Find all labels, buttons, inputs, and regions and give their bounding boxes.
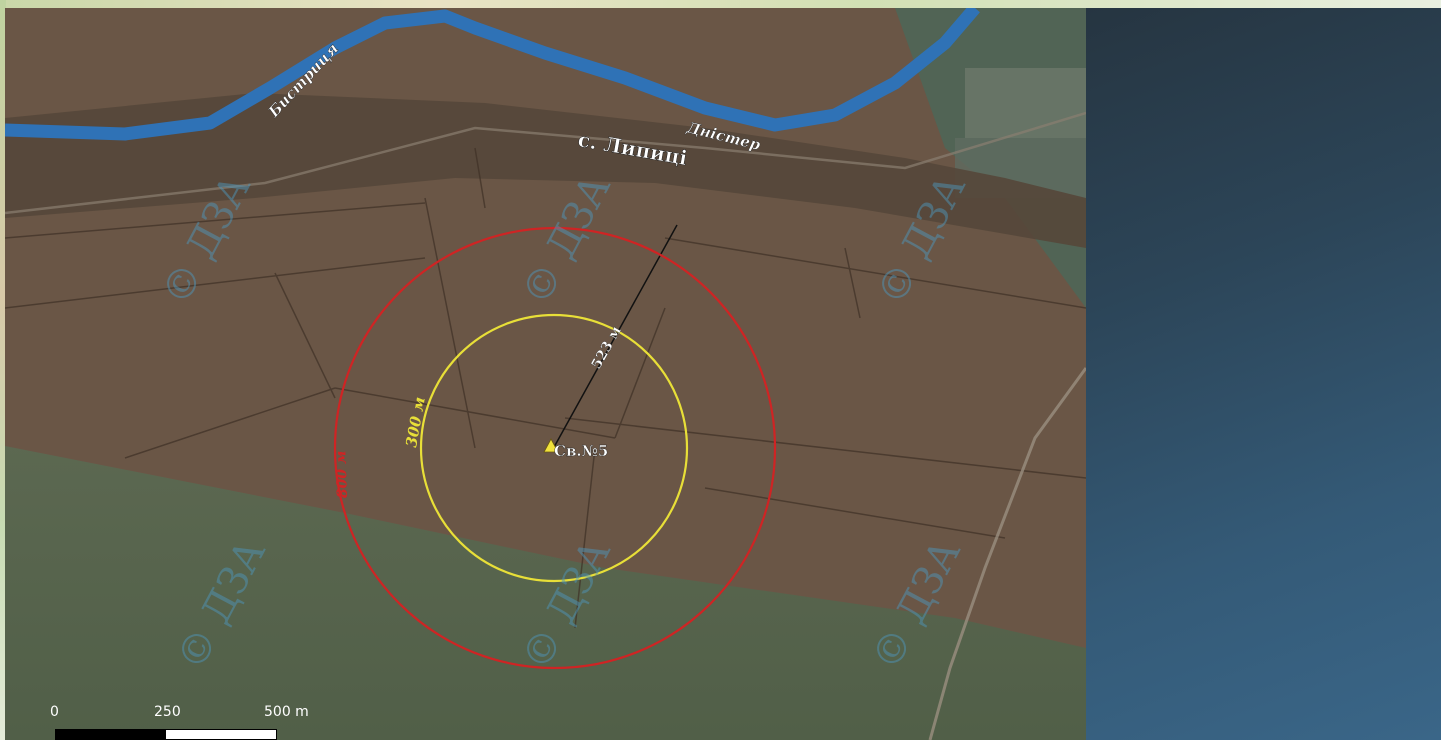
well-label: Св.№5 xyxy=(554,442,608,460)
scale-bar-segment-dark xyxy=(56,730,166,739)
scale-bar-segment-light xyxy=(166,730,276,739)
river xyxy=(5,8,980,141)
field-boundaries xyxy=(5,147,1086,629)
village-area xyxy=(5,93,1086,248)
meadow-area xyxy=(5,446,1086,740)
scale-bar xyxy=(55,729,277,740)
neighbor-map-strip-left xyxy=(0,0,6,740)
well-marker-icon[interactable] xyxy=(543,438,559,453)
scale-label-0: 0 xyxy=(50,704,59,720)
distance-line xyxy=(552,224,678,450)
field-plot xyxy=(965,68,1086,138)
scale-label-250: 250 xyxy=(154,704,181,720)
road xyxy=(928,367,1086,740)
scale-label-500: 500 m xyxy=(264,704,309,720)
red-zone-label: 800 м xyxy=(333,450,351,498)
map-view[interactable]: © ДЗА © ДЗА © ДЗА © ДЗА © ДЗА © ДЗА Бист… xyxy=(5,8,1086,740)
neighbor-map-strip-top xyxy=(0,0,1441,8)
yellow-protection-zone xyxy=(419,313,689,583)
village-road xyxy=(5,111,1086,215)
side-panel xyxy=(1086,8,1441,740)
map-canvas[interactable]: © ДЗА © ДЗА © ДЗА © ДЗА © ДЗА © ДЗА Бист… xyxy=(5,8,1086,740)
scale-labels: 0 250 500 m xyxy=(50,704,350,724)
red-protection-zone xyxy=(333,226,777,670)
